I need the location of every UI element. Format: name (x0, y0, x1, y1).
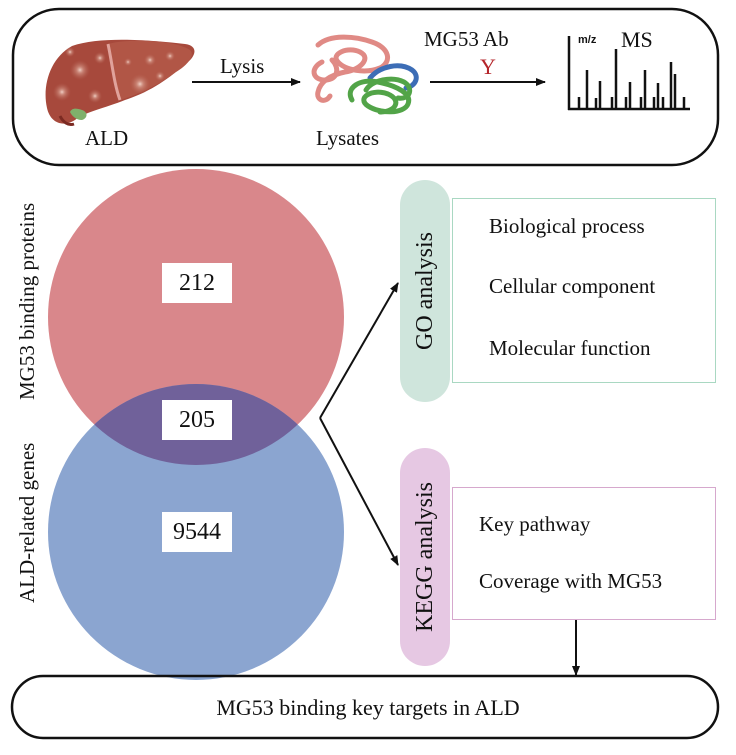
go-analysis-title: GO analysis (412, 232, 438, 350)
lysis-label: Lysis (220, 54, 265, 78)
kegg-item: Key pathway (479, 512, 591, 536)
top-workflow-panel (11, 7, 720, 167)
go-analysis-box: Biological process Cellular component Mo… (452, 198, 716, 383)
source-label: ALD (85, 126, 129, 150)
kegg-analysis-box: Key pathway Coverage with MG53 (452, 487, 716, 620)
go-item: Molecular function (489, 336, 651, 360)
kegg-analysis-title: KEGG analysis (412, 482, 438, 632)
venn-circle-mg53 (48, 169, 344, 465)
antibody-label: MG53 Ab (424, 27, 509, 51)
ms-label: MS (621, 27, 653, 52)
lysates-label: Lysates (316, 126, 379, 150)
venn-count-ald-only: 9544 (162, 512, 232, 552)
result-panel (10, 674, 720, 740)
result-label: MG53 binding key targets in ALD (216, 695, 520, 720)
kegg-analysis-pill (400, 448, 450, 666)
liver-icon (45, 39, 195, 126)
antibody-icon: Y (480, 54, 496, 79)
go-item: Biological process (489, 214, 645, 238)
lysate-icon (311, 34, 419, 115)
venn-count-intersection: 205 (162, 400, 232, 440)
ms-spectrum-icon (567, 36, 690, 111)
venn-count-mg53-only: 212 (162, 263, 232, 303)
kegg-item: Coverage with MG53 (479, 569, 663, 593)
kegg-branch-arrow (319, 417, 399, 566)
venn-label-mg53: MG53 binding proteins (15, 202, 39, 400)
go-analysis-pill (400, 180, 450, 402)
go-branch-arrow (319, 282, 399, 419)
ms-axis-label: m/z (578, 34, 597, 46)
go-item: Cellular component (489, 274, 656, 298)
venn-label-ald: ALD-related genes (15, 442, 39, 603)
